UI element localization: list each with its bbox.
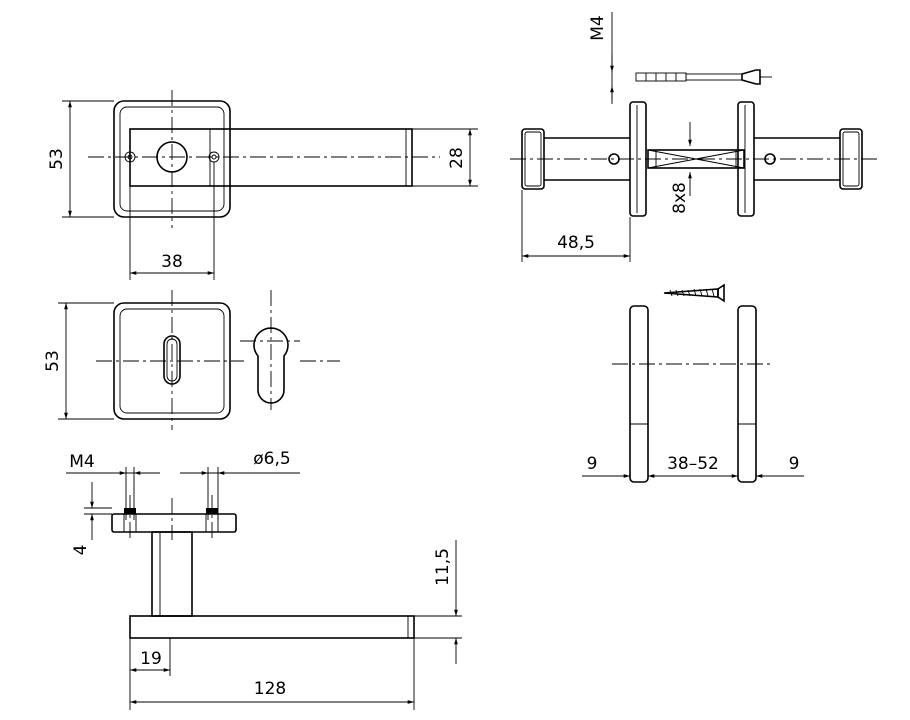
dim-bottom-hole-diameter: ø6,5: [253, 449, 290, 469]
dim-door-thickness-range: 38–52: [667, 454, 719, 474]
dim-handle-offset-height: 11,5: [433, 548, 453, 586]
dim-handle-neck-offset: 19: [140, 649, 162, 669]
front-view-handle-rose: 53 28 38: [47, 90, 478, 280]
screw-icon: [635, 69, 772, 85]
dim-handle-length: 128: [254, 679, 286, 699]
dim-rose-holes-spacing: 38: [161, 252, 183, 272]
screw-icon: [663, 283, 725, 303]
dim-top-left-height: 53: [47, 148, 67, 170]
dim-rose-plate-thickness: 4: [71, 545, 91, 556]
dim-screw-thread-top: M4: [588, 15, 608, 40]
dim-bottom-thread: M4: [69, 452, 94, 472]
dim-rose-thickness-left: 9: [587, 454, 598, 474]
side-view-assembly: M4 8x8 48,5: [510, 12, 880, 262]
dim-mid-left-height: 53: [43, 350, 63, 372]
dim-rose-thickness-right: 9: [789, 454, 800, 474]
dim-handle-to-rose: 48,5: [557, 233, 595, 253]
front-view-escutcheon: 53: [43, 290, 340, 430]
dim-handle-thickness: 28: [447, 147, 467, 169]
dim-spindle-section: 8x8: [670, 182, 690, 214]
door-section-view: 9 38–52 9: [582, 283, 804, 483]
side-view-handle: M4 ø6,5 4 11,5 19 128: [66, 449, 462, 710]
profile-cylinder-outline: [240, 290, 340, 410]
